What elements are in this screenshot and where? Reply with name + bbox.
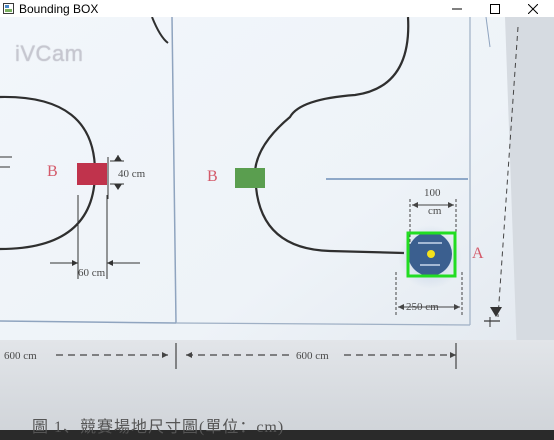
paper-right-edge <box>505 17 554 440</box>
detection-center-dot <box>427 250 435 258</box>
dimension-600cm-right: 600 cm <box>296 350 329 362</box>
zone-b-left <box>77 163 107 185</box>
app-icon <box>3 3 14 14</box>
document-lower-area <box>0 340 554 440</box>
camera-frame <box>0 17 554 440</box>
camera-view: iVCam B B A 40 cm 60 cm 100 cm 250 cm 60… <box>0 17 554 440</box>
zone-label-b-left: B <box>47 163 58 180</box>
close-button[interactable] <box>514 0 552 17</box>
zone-label-a: A <box>472 245 484 262</box>
minimize-button[interactable] <box>438 0 476 17</box>
figure-caption: 圖 1、競賽場地尺寸圖(單位：cm) <box>32 419 285 436</box>
detection-bounding-box <box>406 231 457 278</box>
camera-watermark: iVCam <box>15 41 84 66</box>
maximize-button[interactable] <box>476 0 514 17</box>
screen-bottom-edge <box>0 430 554 440</box>
dimension-250cm: 250 cm <box>406 301 439 313</box>
dimension-100-unit: cm <box>428 205 442 217</box>
minimize-icon <box>452 8 462 9</box>
window-title: Bounding BOX <box>19 1 99 16</box>
dimension-60cm: 60 cm <box>78 267 106 279</box>
zone-label-b-right: B <box>207 168 218 185</box>
dimension-600cm-left: 600 cm <box>4 350 37 362</box>
maximize-icon <box>490 3 500 14</box>
close-icon <box>528 3 538 14</box>
dimension-100-value: 100 <box>424 187 441 199</box>
dimension-40cm: 40 cm <box>118 168 146 180</box>
title-bar[interactable]: Bounding BOX <box>0 0 554 17</box>
zone-b-right <box>235 168 265 188</box>
